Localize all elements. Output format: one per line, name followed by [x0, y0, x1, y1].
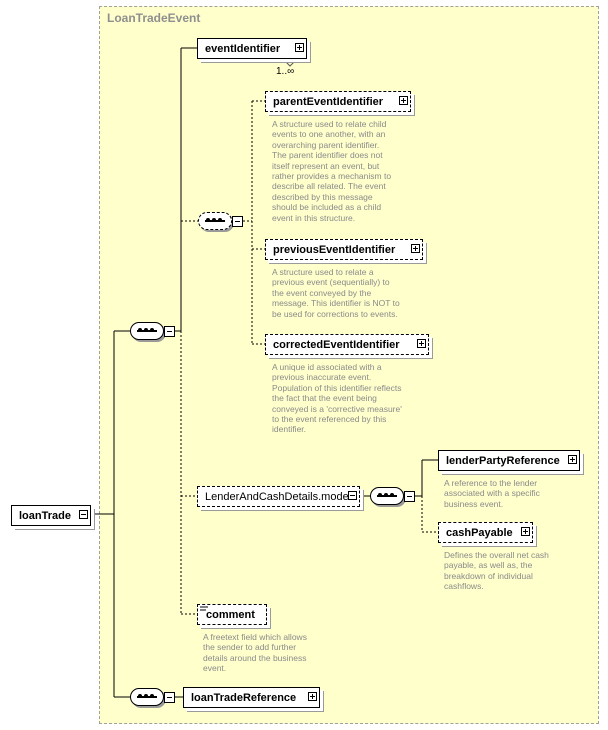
collapse-icon[interactable]: [79, 510, 88, 519]
collapse-icon[interactable]: [348, 491, 357, 500]
sequence-compositor-icon: [130, 322, 164, 340]
cardinality-label: 1..∞: [276, 66, 295, 77]
expand-icon[interactable]: [308, 692, 317, 701]
node-lender-party-reference[interactable]: lenderPartyReference: [438, 450, 580, 471]
collapse-icon[interactable]: [404, 491, 415, 502]
node-loan-trade-reference[interactable]: loanTradeReference: [183, 687, 320, 708]
expand-icon[interactable]: [411, 244, 420, 253]
lender-party-reference-label: lenderPartyReference: [446, 455, 560, 467]
root-label: loanTrade: [19, 510, 71, 522]
collapse-icon[interactable]: [232, 216, 243, 227]
sequence-compositor-icon: [198, 212, 232, 230]
node-cash-payable[interactable]: cashPayable: [438, 522, 533, 543]
node-comment[interactable]: comment: [197, 604, 267, 625]
parent-event-identifier-label: parentEventIdentifier: [273, 96, 384, 108]
node-previous-event-identifier[interactable]: previousEventIdentifier: [265, 239, 423, 260]
collapse-icon[interactable]: [164, 326, 175, 337]
node-event-identifier[interactable]: eventIdentifier: [197, 38, 307, 59]
sequence-compositor-icon: [370, 487, 404, 505]
expand-icon[interactable]: [399, 96, 408, 105]
node-parent-event-identifier[interactable]: parentEventIdentifier: [265, 91, 411, 112]
group-title: LoanTradeEvent: [107, 11, 201, 25]
sequence-compositor-icon: [130, 688, 164, 706]
comment-label: comment: [206, 609, 255, 621]
node-lender-and-cash-details-model[interactable]: LenderAndCashDetails.model: [197, 486, 360, 507]
event-identifier-label: eventIdentifier: [205, 43, 281, 55]
expand-icon[interactable]: [568, 455, 577, 464]
lender-party-reference-description: A reference to the lender associated wit…: [444, 478, 540, 509]
previous-event-identifier-description: A structure used to relate a previous ev…: [272, 267, 400, 319]
expand-icon[interactable]: [521, 527, 530, 536]
parent-event-identifier-description: A structure used to relate child events …: [272, 119, 392, 223]
loan-trade-event-group: [99, 6, 599, 724]
text-content-icon: [200, 606, 208, 611]
corrected-event-identifier-description: A unique id associated with a previous i…: [272, 362, 402, 435]
corrected-event-identifier-label: correctedEventIdentifier: [273, 339, 400, 351]
cash-payable-label: cashPayable: [446, 527, 513, 539]
node-corrected-event-identifier[interactable]: correctedEventIdentifier: [265, 334, 429, 355]
collapse-icon[interactable]: [164, 692, 175, 703]
expand-icon[interactable]: [295, 43, 304, 52]
previous-event-identifier-label: previousEventIdentifier: [273, 244, 396, 256]
root-element-loantrade[interactable]: loanTrade: [11, 505, 91, 526]
comment-description: A freetext field which allows the sender…: [203, 632, 307, 674]
lender-and-cash-details-label: LenderAndCashDetails.model: [205, 491, 352, 503]
loan-trade-reference-label: loanTradeReference: [191, 692, 297, 704]
expand-icon[interactable]: [417, 339, 426, 348]
cash-payable-description: Defines the overall net cash payable, as…: [444, 550, 549, 592]
